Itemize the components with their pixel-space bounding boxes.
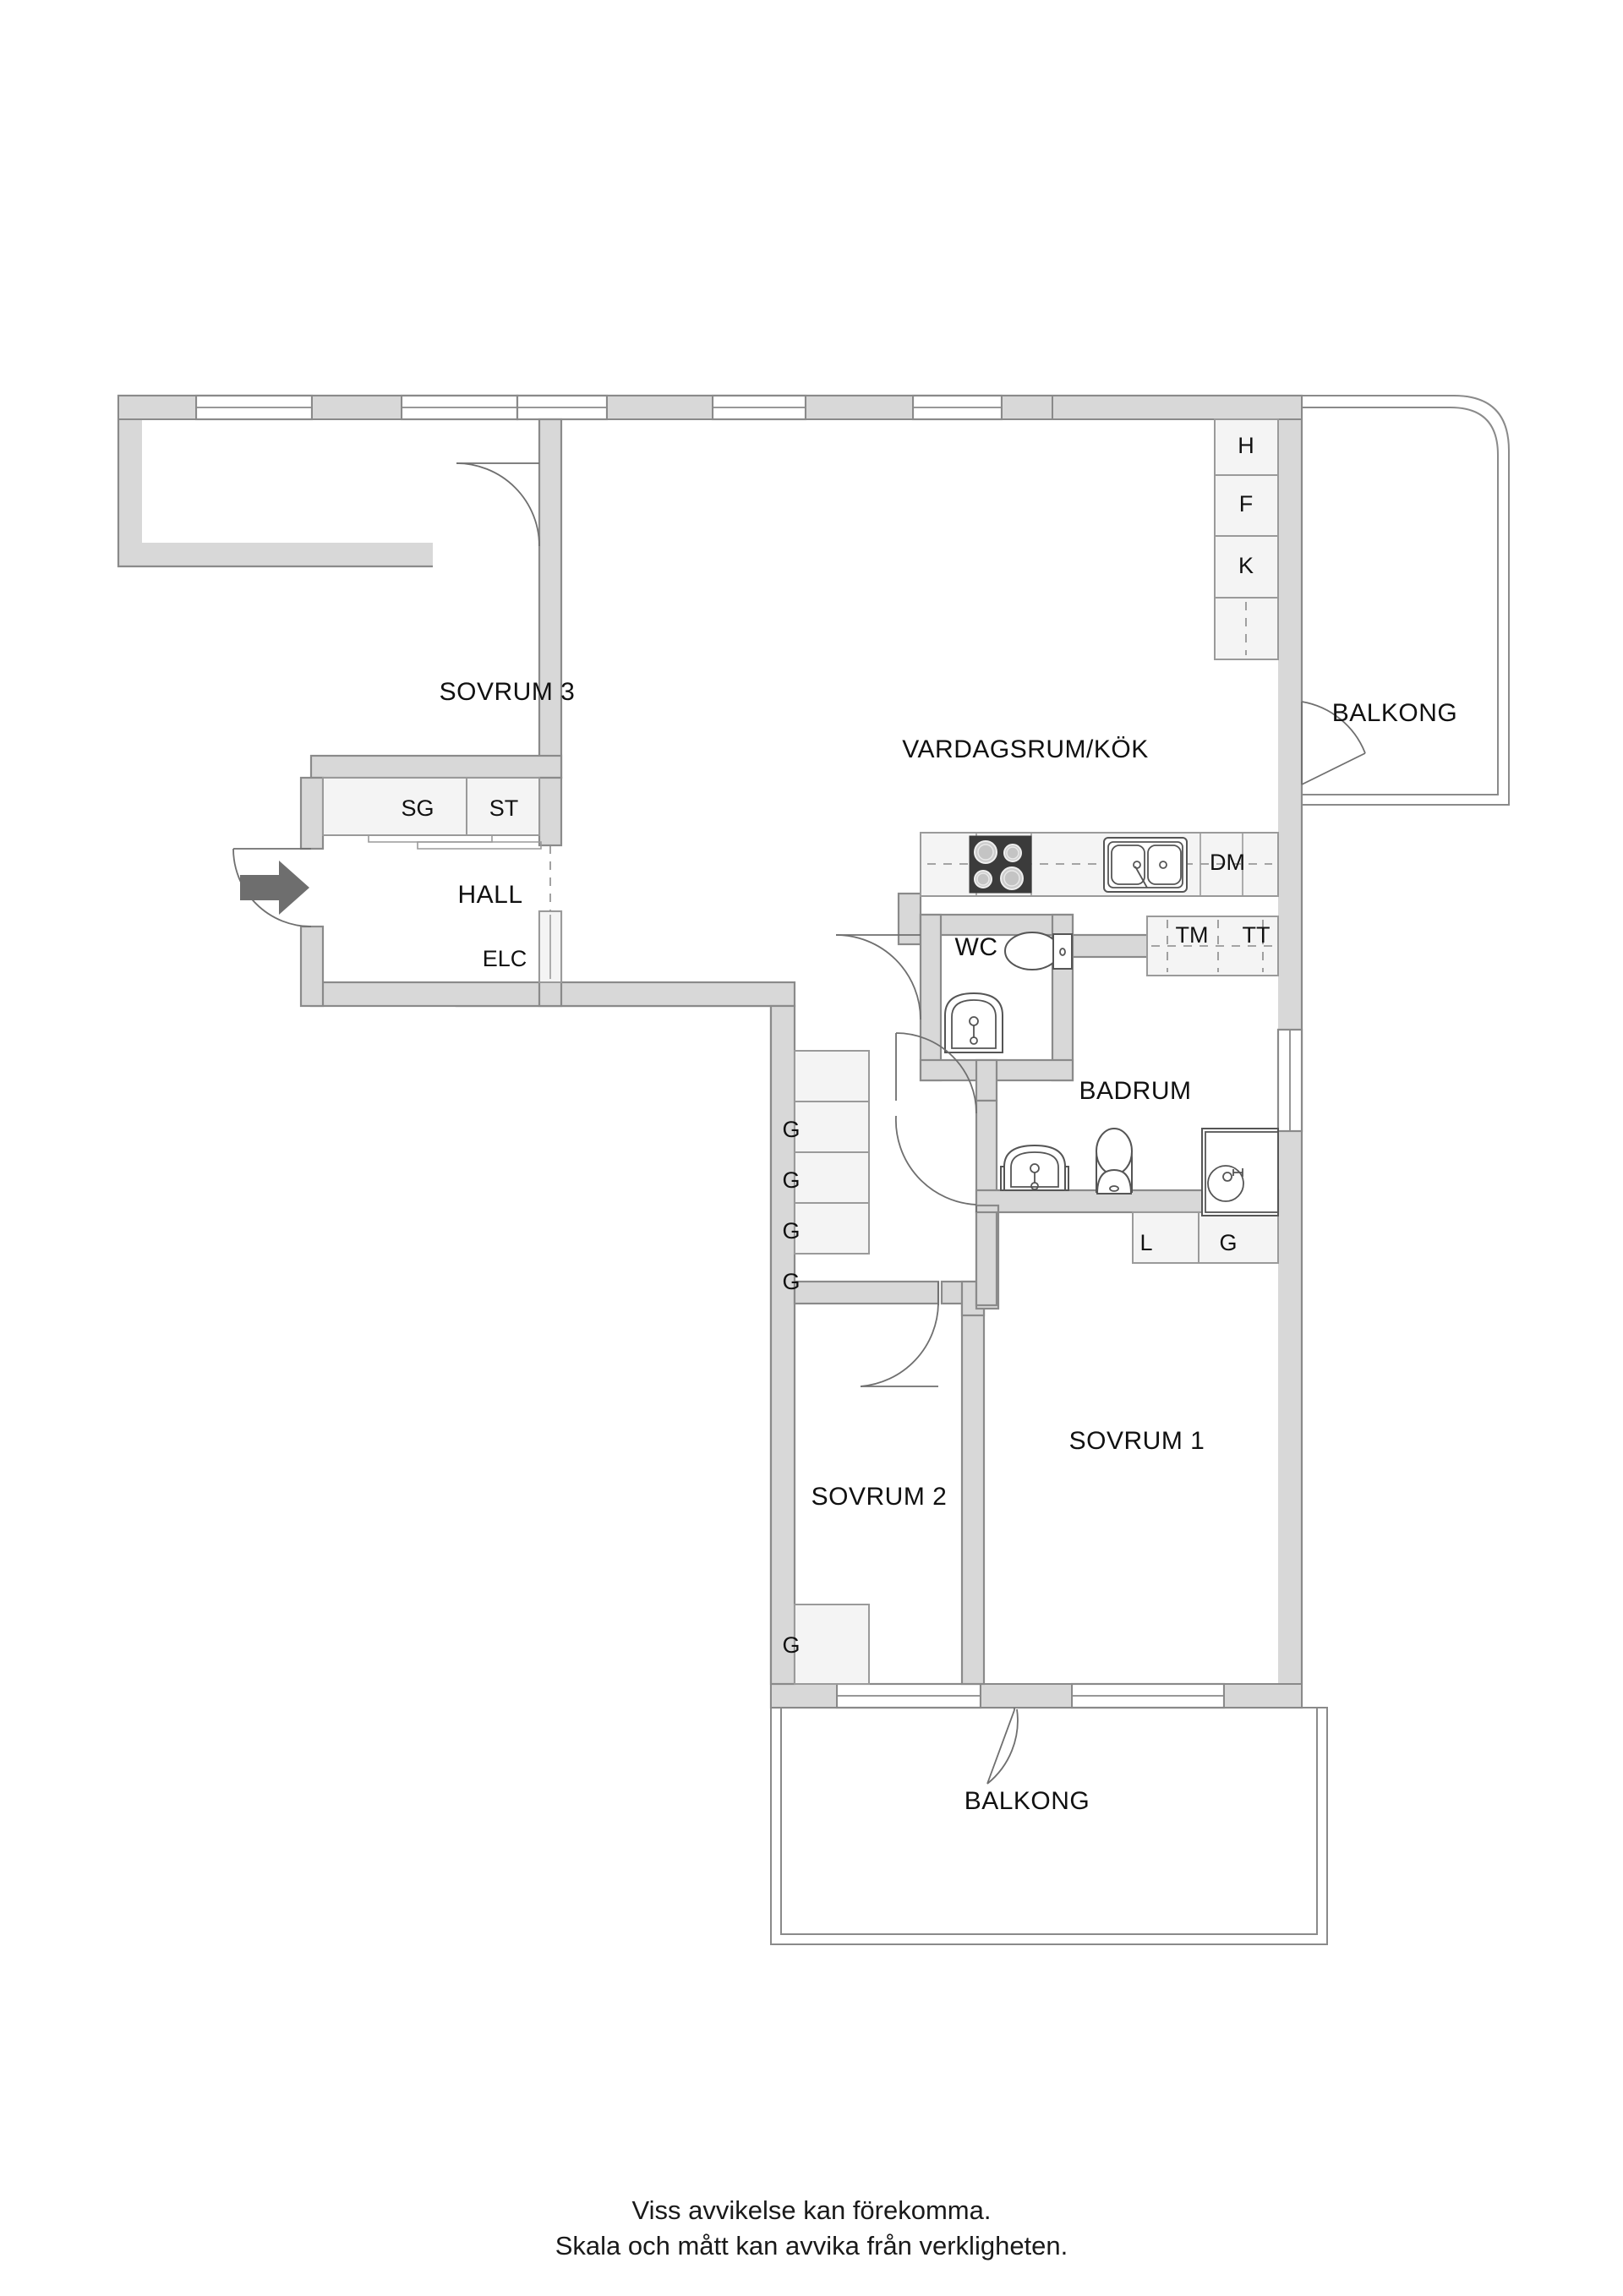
double-sink-icon xyxy=(1103,837,1188,893)
label-elc: ELC xyxy=(483,946,527,971)
label-wardrobe-4: G xyxy=(782,1269,800,1294)
label-storage: ST xyxy=(489,795,519,821)
kitchen-counter xyxy=(920,832,1279,897)
cabinet-freezer xyxy=(1214,535,1279,599)
label-badrum: BADRUM xyxy=(1079,1077,1191,1105)
window-bottom-2 xyxy=(1070,1682,1226,1709)
label-dryer: TT xyxy=(1243,922,1271,948)
window-right-badrum xyxy=(1276,1028,1303,1133)
window-top-1 xyxy=(194,394,314,421)
window-top-3 xyxy=(516,394,609,421)
door-sovrum3 xyxy=(456,462,540,547)
wardrobe-2 xyxy=(794,1101,870,1153)
label-sovrum3: SOVRUM 3 xyxy=(440,678,576,706)
label-wardrobe-3: G xyxy=(782,1218,800,1244)
label-dishwasher: DM xyxy=(1210,850,1245,875)
window-band-bottom xyxy=(770,1682,1303,1709)
label-hood: H xyxy=(1238,433,1254,458)
badrum-fixtures xyxy=(1000,1128,1279,1216)
label-wc: WC xyxy=(955,933,998,961)
kitchen-tall-cabinets xyxy=(1214,418,1279,660)
toilet-icon-badrum xyxy=(1096,1128,1133,1194)
label-balkong-top: BALKONG xyxy=(1332,699,1458,727)
door-entrance xyxy=(232,848,312,927)
fitting-labels: H F K DM TM TT SG ST ELC L G G G G G G xyxy=(401,433,1270,1658)
label-linen: L xyxy=(1139,1230,1152,1255)
wardrobe-column-corridor xyxy=(794,1050,870,1255)
cabinets-l-g xyxy=(1132,1211,1279,1264)
disclaimer-line-1: Viss avvikelse kan förekomma. xyxy=(631,2195,992,2225)
wardrobe-sovrum2 xyxy=(794,1604,870,1685)
door-balcony-bottom xyxy=(986,1708,1019,1785)
window-band-top xyxy=(117,394,1303,421)
label-wardrobe-b: G xyxy=(1219,1230,1237,1255)
entrance-arrow-icon xyxy=(240,861,309,915)
label-hall: HALL xyxy=(457,881,522,909)
label-vardagsrum: VARDAGSRUM/KÖK xyxy=(902,735,1149,763)
door-sovrum2 xyxy=(860,1282,939,1387)
door-sovrum1 xyxy=(895,1115,977,1212)
laundry-cabinets xyxy=(1146,916,1279,976)
linen-cabinet xyxy=(1132,1211,1199,1264)
window-bottom-1 xyxy=(835,1682,982,1709)
label-wardrobe-2: G xyxy=(782,1167,800,1193)
exterior-walls xyxy=(117,394,1303,1709)
shower-icon xyxy=(1201,1128,1279,1216)
label-fridge: F xyxy=(1239,491,1254,517)
label-wardrobe-1: G xyxy=(782,1117,800,1142)
doors xyxy=(232,462,1366,1785)
disclaimer-line-2: Skala och mått kan avvika från verklighe… xyxy=(555,2231,1068,2260)
label-balkong-bot: BALKONG xyxy=(965,1787,1090,1815)
wardrobe-3 xyxy=(794,1151,870,1204)
label-shoe-cab: SG xyxy=(401,795,434,821)
washbasin-icon-badrum xyxy=(1000,1144,1069,1191)
cabinet-fridge xyxy=(1214,474,1279,537)
balcony-top-outline xyxy=(1301,395,1510,806)
wardrobe-1 xyxy=(794,1050,870,1102)
door-badrum xyxy=(895,1032,977,1114)
window-top-4 xyxy=(711,394,807,421)
toilet-icon-wc xyxy=(1004,932,1073,970)
interior-walls xyxy=(299,418,1280,1686)
wardrobe-bath xyxy=(1198,1211,1279,1264)
elc-panel xyxy=(538,910,562,983)
label-wardrobe-s2: G xyxy=(782,1632,800,1658)
door-balcony-top xyxy=(1301,701,1366,785)
wardrobe-4 xyxy=(794,1202,870,1255)
wc-fixtures xyxy=(944,932,1073,1053)
stove-cooktop-icon xyxy=(969,835,1032,894)
hall-cabinets xyxy=(322,777,542,850)
balcony-bottom-outline xyxy=(770,1707,1328,1945)
label-sovrum2: SOVRUM 2 xyxy=(812,1483,948,1511)
washbasin-icon-wc xyxy=(944,992,1003,1053)
door-wc xyxy=(835,934,921,1020)
label-washer: TM xyxy=(1176,922,1209,948)
window-top-5 xyxy=(911,394,1003,421)
window-top-2 xyxy=(400,394,519,421)
label-sovrum1: SOVRUM 1 xyxy=(1069,1427,1205,1455)
room-labels: SOVRUM 3 VARDAGSRUM/KÖK BALKONG HALL WC … xyxy=(440,678,1458,1815)
label-freezer: K xyxy=(1238,553,1254,578)
